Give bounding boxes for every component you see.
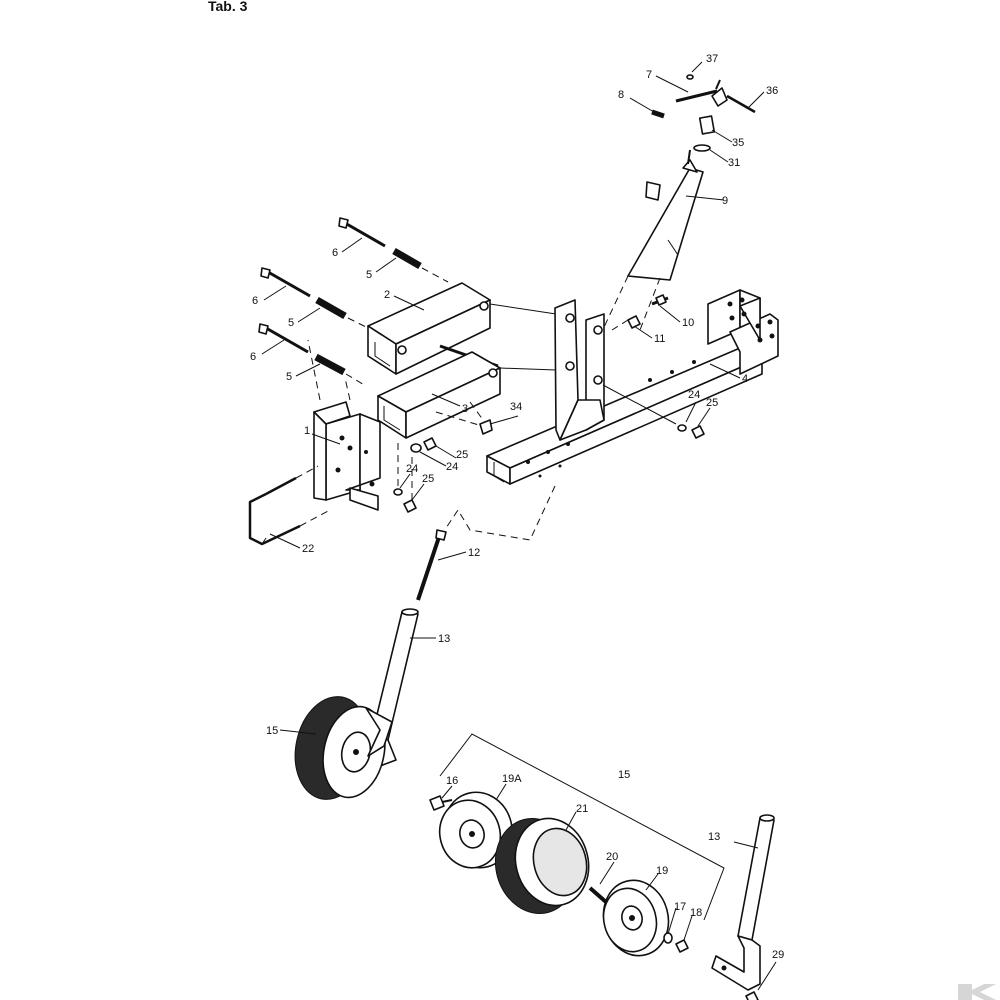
callout-13-lower: 13 [708, 831, 720, 843]
callout-15-wheel: 15 [266, 725, 278, 737]
callout-2: 2 [384, 289, 390, 301]
part-19A-hub-half [438, 791, 514, 869]
callout-35: 35 [732, 137, 744, 149]
part-8-pin [651, 109, 665, 119]
part-15-wheel-assembled [294, 696, 393, 800]
callout-19: 19 [656, 865, 668, 877]
part-upright-bracket [554, 299, 677, 441]
part-19-hub-half [602, 879, 670, 957]
callout-17: 17 [674, 901, 686, 913]
callout-7: 7 [646, 69, 652, 81]
part-16-bolt [429, 795, 453, 811]
callout-labels: 37 7 36 8 35 31 9 6 5 6 2 5 6 5 3 10 11 … [250, 53, 784, 961]
callout-13-upper: 13 [438, 633, 450, 645]
callout-24-mid: 24 [446, 461, 458, 473]
callout-16: 16 [446, 775, 458, 787]
callout-5-lower: 5 [286, 371, 292, 383]
table-title: Tab. 3 [208, 0, 248, 14]
part-20-axle [588, 886, 608, 904]
part-7-handle-pin [675, 79, 756, 114]
part-1-bracket-plate [307, 339, 381, 511]
part-29-nut [745, 991, 759, 1000]
callout-6-middle: 6 [252, 295, 258, 307]
part-22-u-bolt [248, 465, 331, 546]
callout-24-left: 24 [406, 463, 418, 475]
callout-9: 9 [722, 195, 728, 207]
part-5-spacer-upper [392, 247, 449, 283]
part-24-25-nuts-left [393, 437, 437, 513]
callout-6-lower: 6 [250, 351, 256, 363]
callout-11: 11 [654, 333, 665, 345]
part-10-11-bolt-nut [611, 294, 669, 331]
callout-10: 10 [682, 317, 694, 329]
callout-31: 31 [728, 157, 740, 169]
callout-22: 22 [302, 543, 314, 555]
callout-21: 21 [576, 803, 588, 815]
callout-29: 29 [772, 949, 784, 961]
callout-36: 36 [766, 85, 778, 97]
part-12-threaded-spindle [416, 529, 447, 601]
callout-25-mid: 25 [456, 449, 468, 461]
part-6-bolt-lower [258, 323, 309, 354]
callout-37: 37 [706, 53, 718, 65]
part-31-washer [693, 144, 711, 152]
part-24-25-nuts-right [677, 424, 705, 439]
part-34-grease-nipple [479, 419, 493, 435]
callout-15-exploded: 15 [618, 769, 630, 781]
part-17-washer [663, 932, 673, 944]
callout-25-left: 25 [422, 473, 434, 485]
callout-5-middle: 5 [288, 317, 294, 329]
part-37-clip [686, 74, 694, 80]
part-35-block [698, 115, 716, 135]
callout-20: 20 [606, 851, 618, 863]
kramp-k-logo-icon [958, 984, 996, 1000]
callout-18: 18 [690, 907, 702, 919]
part-13-wheel-fork-lower [711, 814, 775, 991]
part-4-main-frame-beam [486, 289, 779, 485]
callout-25-right: 25 [706, 397, 718, 409]
callout-3: 3 [462, 403, 468, 415]
part-18-nut [675, 939, 689, 953]
part-21-tyre [494, 817, 590, 915]
callout-19A: 19A [502, 773, 522, 785]
exploded-group-bracket [439, 733, 725, 921]
callout-1: 1 [304, 425, 310, 437]
callout-5-upper: 5 [366, 269, 372, 281]
callout-34: 34 [510, 401, 522, 413]
part-9-spindle-tube [597, 149, 704, 341]
part-6-bolt-middle [260, 267, 311, 298]
callout-12: 12 [468, 547, 480, 559]
part-5-spacer-lower [314, 353, 367, 387]
leader-lines [261, 61, 777, 991]
callout-6-upper: 6 [332, 247, 338, 259]
assembly-path-line [445, 485, 556, 541]
callout-4: 4 [742, 373, 748, 385]
callout-24-right: 24 [688, 389, 700, 401]
callout-8: 8 [618, 89, 624, 101]
part-6-bolt-upper [338, 217, 386, 248]
part-5-spacer-middle [315, 296, 373, 331]
part-2-clamp-channel [367, 282, 557, 375]
